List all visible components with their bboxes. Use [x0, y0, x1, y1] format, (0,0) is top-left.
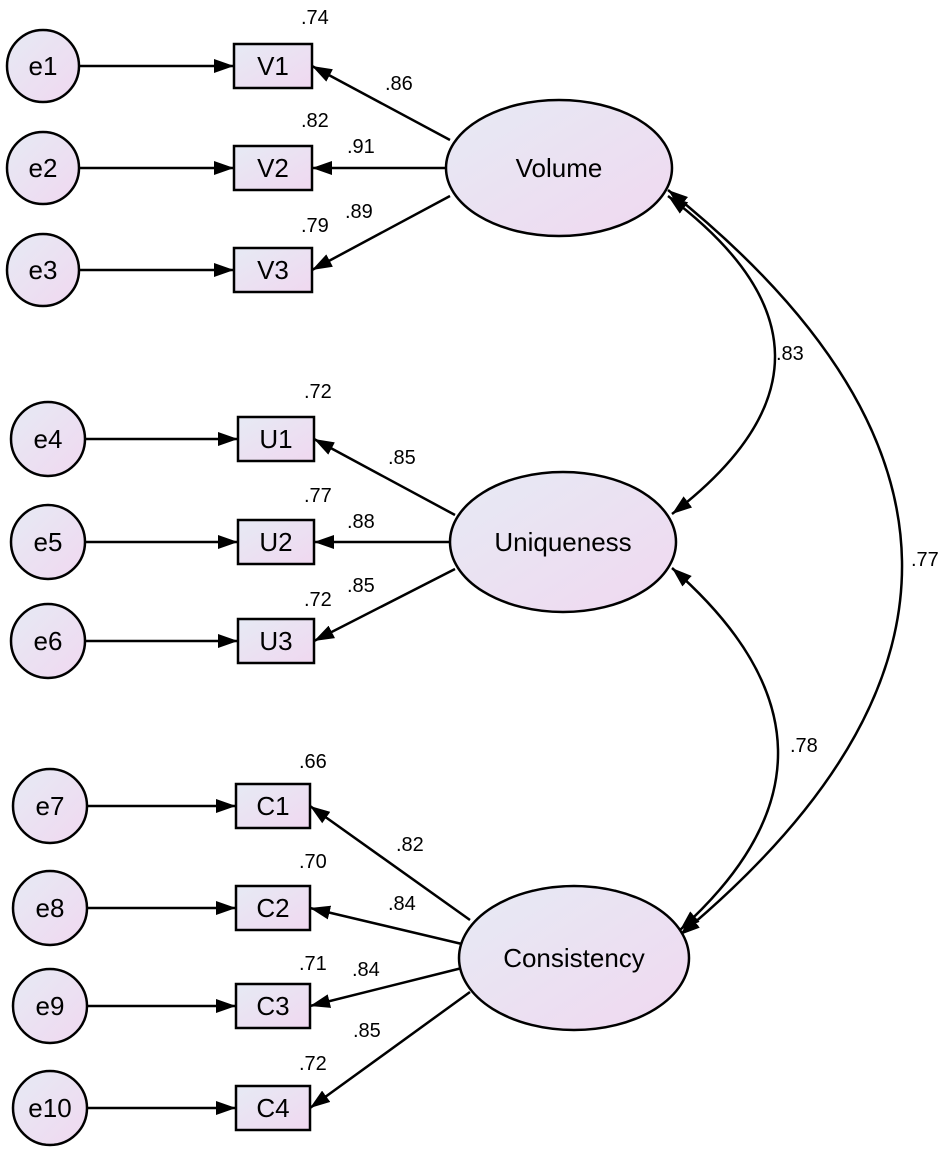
indicator-u3: U3 — [236, 617, 316, 665]
error-label: e6 — [34, 626, 63, 656]
loading-path-c3 — [309, 966, 463, 1008]
indicator-label: C3 — [256, 991, 289, 1021]
loading-v2: .91 — [347, 136, 375, 158]
error-label: e3 — [29, 255, 58, 285]
error-node-e10: e10 — [11, 1069, 89, 1147]
error-node-e1: e1 — [5, 28, 81, 104]
loading-c1: .82 — [396, 834, 424, 856]
correlation-volume-uniqueness: .83 — [776, 343, 804, 365]
r-squared-c1: .66 — [299, 751, 327, 773]
error-label: e9 — [36, 991, 65, 1021]
indicator-c3: C3 — [234, 982, 312, 1030]
indicator-label: U2 — [259, 527, 292, 557]
latent-label: Volume — [516, 153, 603, 183]
indicator-u1: U1 — [236, 415, 316, 463]
loading-u1: .85 — [388, 447, 416, 469]
r-squared-c2: .70 — [299, 851, 327, 873]
error-label: e2 — [29, 153, 58, 183]
loading-path-c2 — [309, 905, 463, 946]
r-squared-u3: .72 — [304, 589, 332, 611]
indicator-v1: V1 — [232, 42, 314, 90]
indicator-c4: C4 — [234, 1084, 312, 1132]
loading-path-u1 — [313, 437, 456, 517]
error-label: e4 — [34, 424, 63, 454]
indicator-label: U1 — [259, 424, 292, 454]
latent-label: Uniqueness — [494, 527, 631, 557]
error-node-e3: e3 — [5, 232, 81, 308]
indicator-label: C2 — [256, 893, 289, 923]
error-label: e5 — [34, 527, 63, 557]
covariance-volume-uniqueness — [667, 195, 777, 515]
r-squared-v3: .79 — [301, 215, 329, 237]
covariance-uniqueness-consistency — [671, 567, 780, 931]
covariance-volume-consistency — [667, 189, 904, 936]
latent-volume: Volume — [444, 98, 674, 238]
indicator-label: C1 — [256, 791, 289, 821]
loading-path-v3 — [311, 194, 451, 272]
latent-uniqueness: Uniqueness — [448, 470, 678, 614]
r-squared-v1: .74 — [301, 7, 329, 29]
error-label: e8 — [36, 893, 65, 923]
error-node-e7: e7 — [11, 767, 89, 845]
indicator-v2: V2 — [232, 144, 314, 192]
loading-u2: .88 — [347, 511, 375, 533]
loading-u3: .85 — [347, 575, 375, 597]
loading-path-u3 — [313, 567, 456, 643]
error-node-e5: e5 — [9, 503, 87, 581]
correlation-uniqueness-consistency: .78 — [790, 735, 818, 757]
indicator-u2: U2 — [236, 518, 316, 566]
indicator-label: U3 — [259, 626, 292, 656]
loading-v3: .89 — [345, 201, 373, 223]
indicator-c1: C1 — [234, 782, 312, 830]
error-label: e10 — [28, 1093, 71, 1123]
loading-path-v1 — [311, 64, 451, 142]
indicator-label: V3 — [257, 255, 289, 285]
loading-v1: .86 — [385, 73, 413, 95]
loading-c3: .84 — [352, 959, 380, 981]
error-node-e2: e2 — [5, 130, 81, 206]
indicator-label: C4 — [256, 1093, 289, 1123]
loading-c4: .85 — [353, 1020, 381, 1042]
r-squared-c4: .72 — [299, 1053, 327, 1075]
loading-c2: .84 — [388, 893, 416, 915]
error-node-e9: e9 — [11, 967, 89, 1045]
error-label: e1 — [29, 51, 58, 81]
latent-label: Consistency — [503, 943, 645, 973]
r-squared-u1: .72 — [304, 381, 332, 403]
indicator-label: V2 — [257, 153, 289, 183]
r-squared-v2: .82 — [301, 110, 329, 132]
loading-path-c1 — [309, 804, 471, 922]
error-node-e6: e6 — [9, 602, 87, 680]
latent-consistency: Consistency — [457, 884, 691, 1032]
r-squared-c3: .71 — [299, 953, 327, 975]
indicator-c2: C2 — [234, 884, 312, 932]
indicator-v3: V3 — [232, 246, 314, 294]
loading-path-c4 — [309, 990, 471, 1110]
r-squared-u2: .77 — [304, 485, 332, 507]
correlation-volume-consistency: .77 — [911, 549, 939, 571]
error-node-e4: e4 — [9, 400, 87, 478]
indicator-label: V1 — [257, 51, 289, 81]
error-node-e8: e8 — [11, 869, 89, 947]
error-label: e7 — [36, 791, 65, 821]
